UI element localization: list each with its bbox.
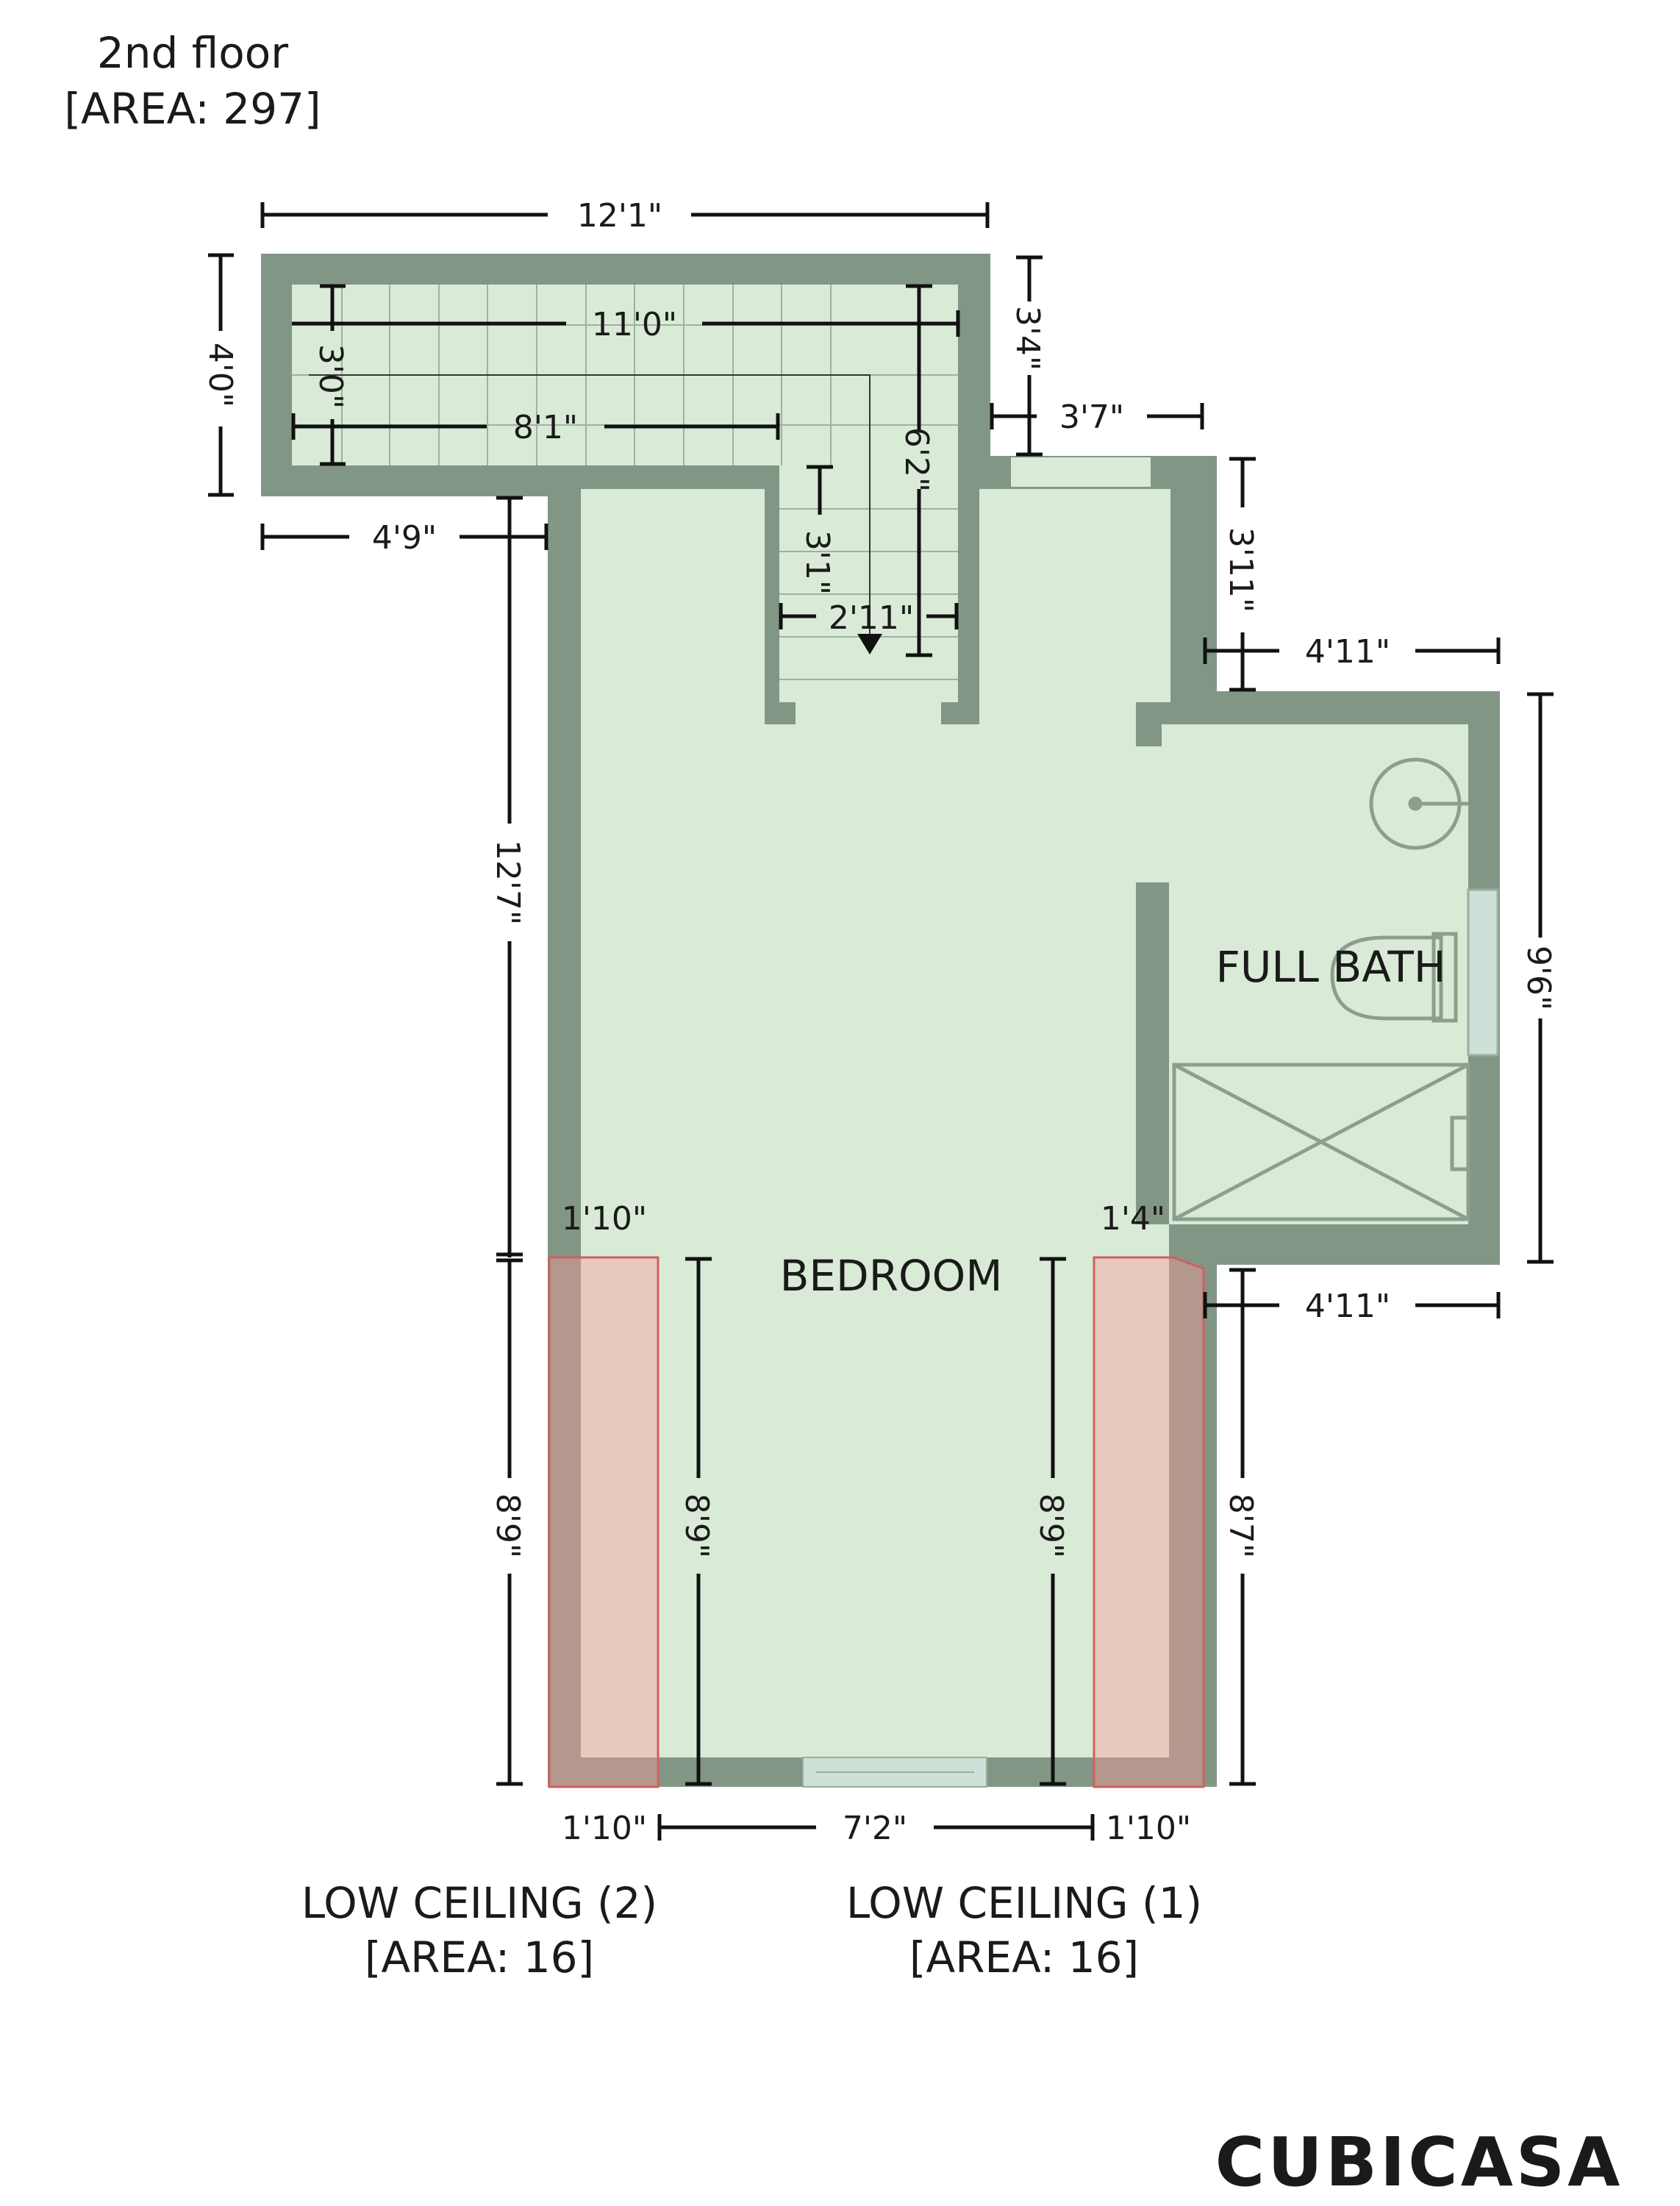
dim-top-width: 12'1" <box>577 197 662 235</box>
dim-left-height: 4'0" <box>201 343 239 407</box>
dim-stair-lower-run: 8'1" <box>513 409 578 446</box>
floor-area: [AREA: 297] <box>64 84 321 134</box>
dim-low-right-top-width: 1'4" <box>1101 1200 1165 1238</box>
dim-step-small: 3'1" <box>798 530 836 595</box>
low-ceiling-2-area: [AREA: 16] <box>365 1932 594 1982</box>
low-ceiling-1-area: [AREA: 16] <box>909 1932 1139 1982</box>
stair-arrow <box>309 374 882 654</box>
dim-bath-bottom-width: 4'11" <box>1305 1288 1390 1325</box>
dimension-lines <box>208 202 1554 1841</box>
dim-bath-top-width: 4'11" <box>1305 633 1390 671</box>
dim-landing-width: 2'11" <box>829 599 914 637</box>
closet-opening <box>1011 457 1151 487</box>
low-ceiling-zone-right <box>1093 1256 1205 1788</box>
dim-bedroom-lower-height: 8'9" <box>489 1493 526 1558</box>
room-label-bedroom: BEDROOM <box>780 1251 1003 1301</box>
dim-bottom-right: 1'10" <box>1106 1810 1191 1847</box>
dim-closet-width: 3'7" <box>1059 399 1124 436</box>
dim-bath-height: 9'6" <box>1520 946 1557 1010</box>
dim-low-right-height: 8'9" <box>1032 1493 1070 1558</box>
low-ceiling-1-name: LOW CEILING (1) <box>846 1878 1202 1928</box>
low-ceiling-zones <box>548 1256 1205 1788</box>
dim-bottom-mid: 7'2" <box>843 1810 907 1847</box>
dim-right-lower-height: 8'7" <box>1222 1493 1259 1558</box>
dim-bedroom-upper-height: 12'7" <box>489 840 526 925</box>
bath-fixtures <box>1172 757 1499 1221</box>
dim-stair-drop: 6'2" <box>898 427 935 492</box>
dim-right-upper-height: 3'11" <box>1222 527 1259 613</box>
dim-stair-run: 11'0" <box>592 306 677 343</box>
dim-bottom-left: 1'10" <box>562 1810 647 1847</box>
dim-stair-width: 3'0" <box>312 344 349 409</box>
low-ceiling-2-name: LOW CEILING (2) <box>301 1878 657 1928</box>
dim-left-offset: 4'9" <box>372 519 437 557</box>
room-label-full-bath: FULL BATH <box>1216 942 1446 992</box>
low-ceiling-zone-left <box>548 1256 660 1788</box>
bath-window <box>1467 888 1499 1057</box>
dim-low-left-height: 8'9" <box>678 1493 715 1558</box>
floor-title: 2nd floor <box>97 28 288 78</box>
dim-closet-height: 3'4" <box>1009 306 1046 371</box>
brand-logo: CUBICASA <box>1215 2123 1623 2202</box>
dimension-labels: 12'1" 4'0" 11'0" 3'0" 8'1" 6'2" 3'1" 2'1… <box>201 197 1557 1847</box>
room-floors <box>292 285 1468 1757</box>
stair-arrow-head <box>857 634 882 654</box>
toilet-icon <box>1330 935 1443 1021</box>
dim-low-left-top-width: 1'10" <box>562 1200 647 1238</box>
interior-walls <box>765 465 1169 1224</box>
